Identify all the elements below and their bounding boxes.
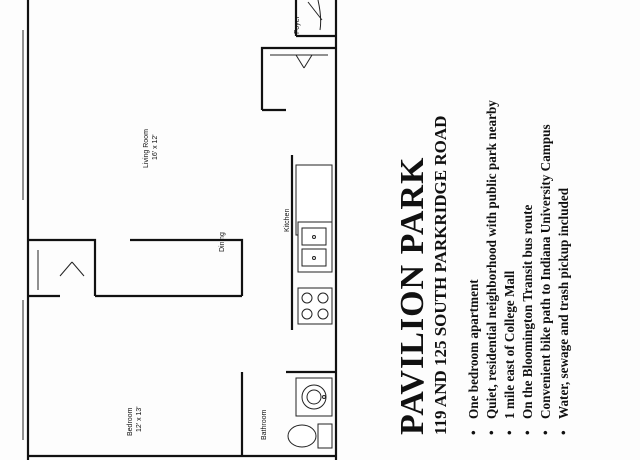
property-name: PAVILION PARK [394, 156, 431, 435]
feature-item: On the Bloomington Transit bus route [519, 15, 537, 435]
stove [297, 287, 333, 325]
outer-walls [26, 0, 338, 460]
room-label-foyer: Foyer [294, 15, 301, 34]
sink-basin-1 [301, 227, 327, 246]
feature-item: One bedroom apartment [465, 15, 483, 435]
feature-item: Water, sewage and trash pickup included [555, 15, 573, 435]
feature-item: Quiet, residential neighborhood with pub… [483, 15, 501, 435]
feature-item: 1 mile east of College Mall [501, 15, 519, 435]
property-address: 119 AND 125 SOUTH PARKRIDGE ROAD [431, 115, 450, 435]
closet [260, 46, 336, 112]
room-label-bedroom: Bedroom [127, 407, 134, 436]
room-label-dining: Dining [219, 232, 226, 252]
sink-basin-2 [301, 248, 327, 267]
room-label-living-room: Living Room [143, 129, 150, 168]
room-size-bedroom: 12' x 13' [136, 406, 143, 432]
property-info: PAVILION PARK 119 AND 125 SOUTH PARKRIDG… [394, 15, 573, 435]
room-size-living-room: 16' x 12' [152, 134, 159, 160]
toilet-bowl [287, 424, 317, 448]
bathroom-area [240, 370, 336, 456]
feature-list: One bedroom apartment Quiet, residential… [465, 15, 573, 435]
toilet-tank [317, 423, 333, 449]
feature-item: Convenient bike path to Indiana Universi… [537, 15, 555, 435]
foyer-area [294, 0, 336, 38]
bedroom-walls [28, 238, 244, 298]
kitchen-area [290, 155, 333, 330]
room-label-kitchen: Kitchen [284, 209, 291, 232]
room-label-bathroom: Bathroom [261, 409, 268, 440]
